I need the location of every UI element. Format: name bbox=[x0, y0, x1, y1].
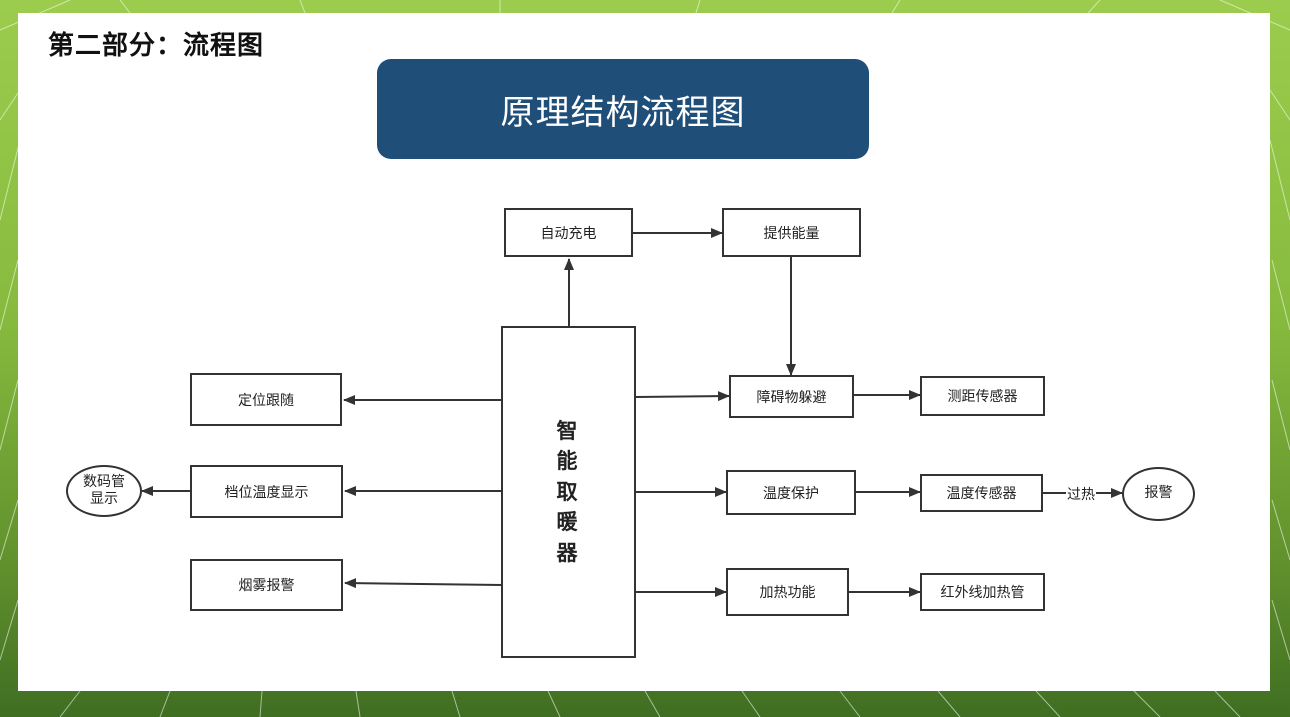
node-ir-heater: 红外线加热管 bbox=[920, 573, 1045, 611]
slide: 第二部分：流程图 原理结构流程图 智 能 取 bbox=[18, 13, 1270, 691]
edge-label-overheat: 过热 bbox=[1066, 484, 1096, 504]
edge-core-to-smoke bbox=[344, 578, 503, 589]
core-char: 智 bbox=[556, 418, 582, 443]
node-gear-temp-display: 档位温度显示 bbox=[190, 465, 343, 518]
digital-tube-label-line1: 数码管 bbox=[83, 473, 125, 490]
edge-core-to-obstacle bbox=[635, 391, 730, 402]
core-char: 器 bbox=[556, 540, 582, 565]
banner-title: 原理结构流程图 bbox=[500, 92, 746, 133]
node-temp-protect: 温度保护 bbox=[726, 470, 856, 515]
node-follow: 定位跟随 bbox=[190, 373, 342, 426]
node-smoke-alarm: 烟雾报警 bbox=[190, 559, 343, 611]
core-node-smart-heater: 智 能 取 暖 器 bbox=[501, 326, 636, 658]
node-temp-sensor: 温度传感器 bbox=[920, 474, 1043, 512]
digital-tube-label-line2: 显示 bbox=[90, 491, 118, 507]
node-distance-sensor: 测距传感器 bbox=[920, 376, 1045, 416]
section-title: 第二部分：流程图 bbox=[48, 31, 265, 61]
core-char: 能 bbox=[556, 449, 582, 474]
title-banner: 原理结构流程图 bbox=[377, 59, 869, 159]
node-supply-energy: 提供能量 bbox=[722, 208, 861, 257]
node-auto-charge: 自动充电 bbox=[504, 208, 633, 257]
core-char: 暖 bbox=[556, 510, 582, 535]
core-char: 取 bbox=[556, 479, 582, 504]
node-digital-tube: 数码管 显示 bbox=[66, 465, 142, 517]
node-heating: 加热功能 bbox=[726, 568, 849, 616]
node-alarm: 报警 bbox=[1122, 467, 1195, 521]
node-obstacle-avoid: 障碍物躲避 bbox=[729, 375, 854, 418]
